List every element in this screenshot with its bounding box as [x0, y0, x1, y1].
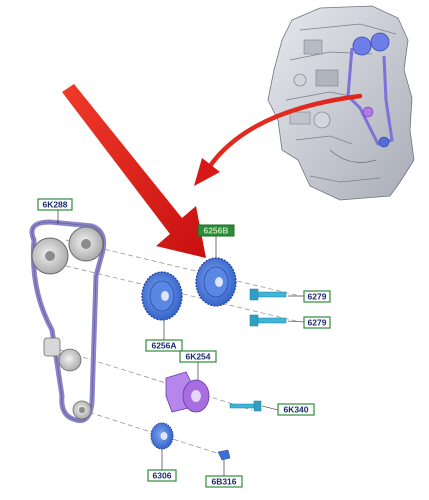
belt-cam-sprocket-left — [31, 237, 69, 275]
label-cam-sprocket-upper: 6256B — [197, 224, 235, 237]
label-belt-text: 6K288 — [42, 200, 67, 210]
label-belt: 6K288 — [37, 198, 73, 211]
engine-cam-sprocket-1 — [352, 36, 372, 56]
engine-cam-sprocket-2 — [370, 32, 390, 52]
leader-lines — [57, 210, 305, 476]
engine-tensioner — [362, 106, 374, 118]
label-tensioner-bolt-text: 6K340 — [283, 405, 308, 415]
label-cam-sprocket-lower-text: 6256A — [151, 341, 176, 351]
belt-crank-sprocket — [72, 400, 92, 420]
label-bolt-lower-text: 6279 — [308, 318, 327, 328]
label-crank-sprocket-text: 6306 — [153, 471, 172, 481]
label-bolt-upper-text: 6279 — [308, 292, 327, 302]
bolt-6279-lower — [249, 314, 287, 327]
label-tensioner: 6K254 — [179, 350, 217, 363]
label-bolt-upper: 6279 — [303, 290, 331, 303]
cam-sprocket-6256B — [195, 257, 237, 307]
crank-key-6B316 — [217, 449, 231, 461]
big-red-arrow — [62, 84, 206, 258]
label-tensioner-bolt: 6K340 — [277, 403, 315, 416]
label-bolt-lower: 6279 — [303, 316, 331, 329]
label-crank-sprocket: 6306 — [147, 469, 177, 482]
engine-block — [267, 5, 415, 201]
label-cam-sprocket-lower: 6256A — [145, 339, 183, 352]
label-cam-sprocket-upper-text: 6256B — [203, 226, 228, 236]
belt-tensioner — [43, 337, 82, 372]
belt-cam-sprocket-right — [68, 226, 104, 262]
label-tensioner-text: 6K254 — [185, 352, 210, 362]
crank-sprocket-6306 — [150, 422, 174, 450]
label-crank-key: 6B316 — [205, 475, 243, 488]
bolt-6279-upper — [249, 288, 287, 301]
cam-sprocket-6256A — [141, 271, 183, 321]
curved-arrow — [194, 93, 363, 186]
label-crank-key-text: 6B316 — [211, 477, 236, 487]
bolt-6K340 — [229, 400, 262, 412]
tensioner-6K254 — [165, 371, 210, 413]
engine-crank-sprocket — [378, 136, 390, 148]
